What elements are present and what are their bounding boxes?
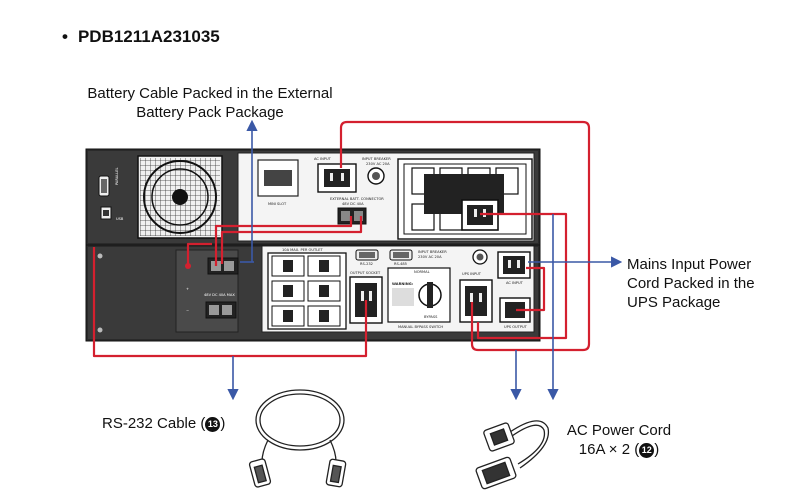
manual-bypass-switch[interactable]: NORMAL WARNING: BYPASS MANUAL BYPASS SWI… — [387, 267, 451, 329]
input-breaker-bottom-label: INPUT BREAKER — [418, 250, 447, 254]
ac-cord-caption-text: 16A × 2 ( — [578, 441, 640, 458]
rs232-port[interactable]: RS-232 — [355, 249, 379, 266]
ac-cord-caption-close: ) — [654, 441, 660, 458]
ac-cord-caption: AC Power Cord 16A × 2 (12) — [549, 421, 689, 459]
batt-rating-bottom-label: 48V DC 40A MAX — [204, 293, 235, 297]
ac-cord-caption-line2: 16A × 2 (12) — [549, 440, 689, 459]
ac-input-socket-bottom[interactable]: AC INPUT — [497, 251, 531, 285]
input-breaker-top-rating: 230V AC 20A — [366, 162, 390, 166]
input-breaker-bottom-rating: 230V AC 20A — [418, 255, 442, 259]
rs232-caption-close: ) — [220, 415, 226, 432]
usb-port-label: USB — [116, 217, 124, 221]
parallel-port-label: PARALLEL — [115, 168, 119, 185]
input-breaker-top-label: INPUT BREAKER — [362, 157, 391, 161]
rs232-cable-icon — [248, 389, 347, 488]
ext-batt-rating-label: 48V DC 40A — [342, 202, 364, 206]
mini-slot-label: MINI SLOT — [268, 202, 287, 206]
model-number: PDB1211A231035 — [77, 27, 220, 46]
ups-input-label: UPS INPUT — [462, 272, 482, 276]
red-cable-ac-loop — [339, 120, 591, 352]
output-socket-label: OUTPUT SOCKET — [350, 271, 381, 275]
parallel-port[interactable]: PARALLEL — [98, 168, 119, 197]
red-cable-battery-2 — [220, 216, 363, 264]
warning-label: WARNING: — [392, 282, 414, 286]
ups-unit: PARALLEL USB MINI SLOT AC INPUT INPUT BR… — [85, 148, 541, 246]
mains-input-caption: Mains Input Power Cord Packed in the UPS… — [627, 256, 755, 311]
battery-cable-caption: Battery Cable Packed in the External Bat… — [87, 85, 333, 121]
rs232-caption: RS-232 Cable (13) — [102, 414, 225, 433]
output-group-label: 10A MAX. PER OUTLET — [282, 248, 323, 252]
red-cables — [92, 120, 591, 358]
rs232-item-badge: 13 — [205, 417, 221, 432]
normal-label: NORMAL — [414, 270, 430, 274]
svg-text:+: + — [186, 287, 189, 291]
input-breaker-top[interactable]: INPUT BREAKER 230V AC 20A — [362, 157, 391, 185]
manual-bypass-label: MANUAL BYPASS SWITCH — [398, 325, 443, 329]
bypass-label: BYPASS — [424, 315, 438, 319]
rs485-port-label: RS-485 — [394, 262, 407, 266]
ups-output-socket[interactable]: UPS OUTPUT — [499, 297, 531, 329]
ac-input-socket-top[interactable]: AC INPUT — [314, 157, 357, 193]
output-outlets-top[interactable] — [397, 158, 533, 240]
ups-input-socket[interactable]: UPS INPUT — [459, 272, 493, 323]
battery-connector-zone[interactable]: 48V DC 40A MAX + − — [175, 249, 239, 333]
title-bullet: • — [62, 27, 68, 46]
rs232-port-label: RS-232 — [360, 262, 373, 266]
input-breaker-bottom[interactable]: INPUT BREAKER 230V AC 20A — [418, 249, 488, 265]
ext-batt-connector-label: EXTERNAL BATT. CONNECTOR — [330, 197, 384, 201]
ac-input-bottom-label: AC INPUT — [506, 281, 524, 285]
red-cable-output-loop — [92, 247, 368, 358]
ac-power-cord-icon — [475, 420, 550, 490]
red-cable-battery-3 — [186, 242, 212, 266]
svg-text:−: − — [186, 309, 189, 313]
bottom-unit: 48V DC 40A MAX + − 10A MAX. PER OUTLET — [85, 244, 541, 342]
red-cable-ups-output — [516, 266, 546, 312]
mini-slot[interactable]: MINI SLOT — [257, 159, 299, 206]
usb-port[interactable]: USB — [100, 206, 124, 221]
page-title: • PDB1211A231035 — [62, 27, 220, 47]
ac-cord-caption-line1: AC Power Cord — [566, 422, 672, 439]
red-cable-battery — [214, 216, 353, 266]
output-outlets-bottom[interactable]: 10A MAX. PER OUTLET — [267, 248, 347, 330]
rs232-caption-text: RS-232 Cable ( — [102, 415, 206, 432]
blue-pointers — [227, 119, 623, 401]
ups-output-label: UPS OUTPUT — [504, 325, 528, 329]
cooling-fan-icon — [137, 155, 223, 239]
rs485-port[interactable]: RS-485 — [389, 249, 413, 266]
red-cable-top-outlet — [476, 212, 568, 340]
ac-input-top-label: AC INPUT — [314, 157, 332, 161]
ac-cord-item-badge: 12 — [639, 443, 655, 458]
